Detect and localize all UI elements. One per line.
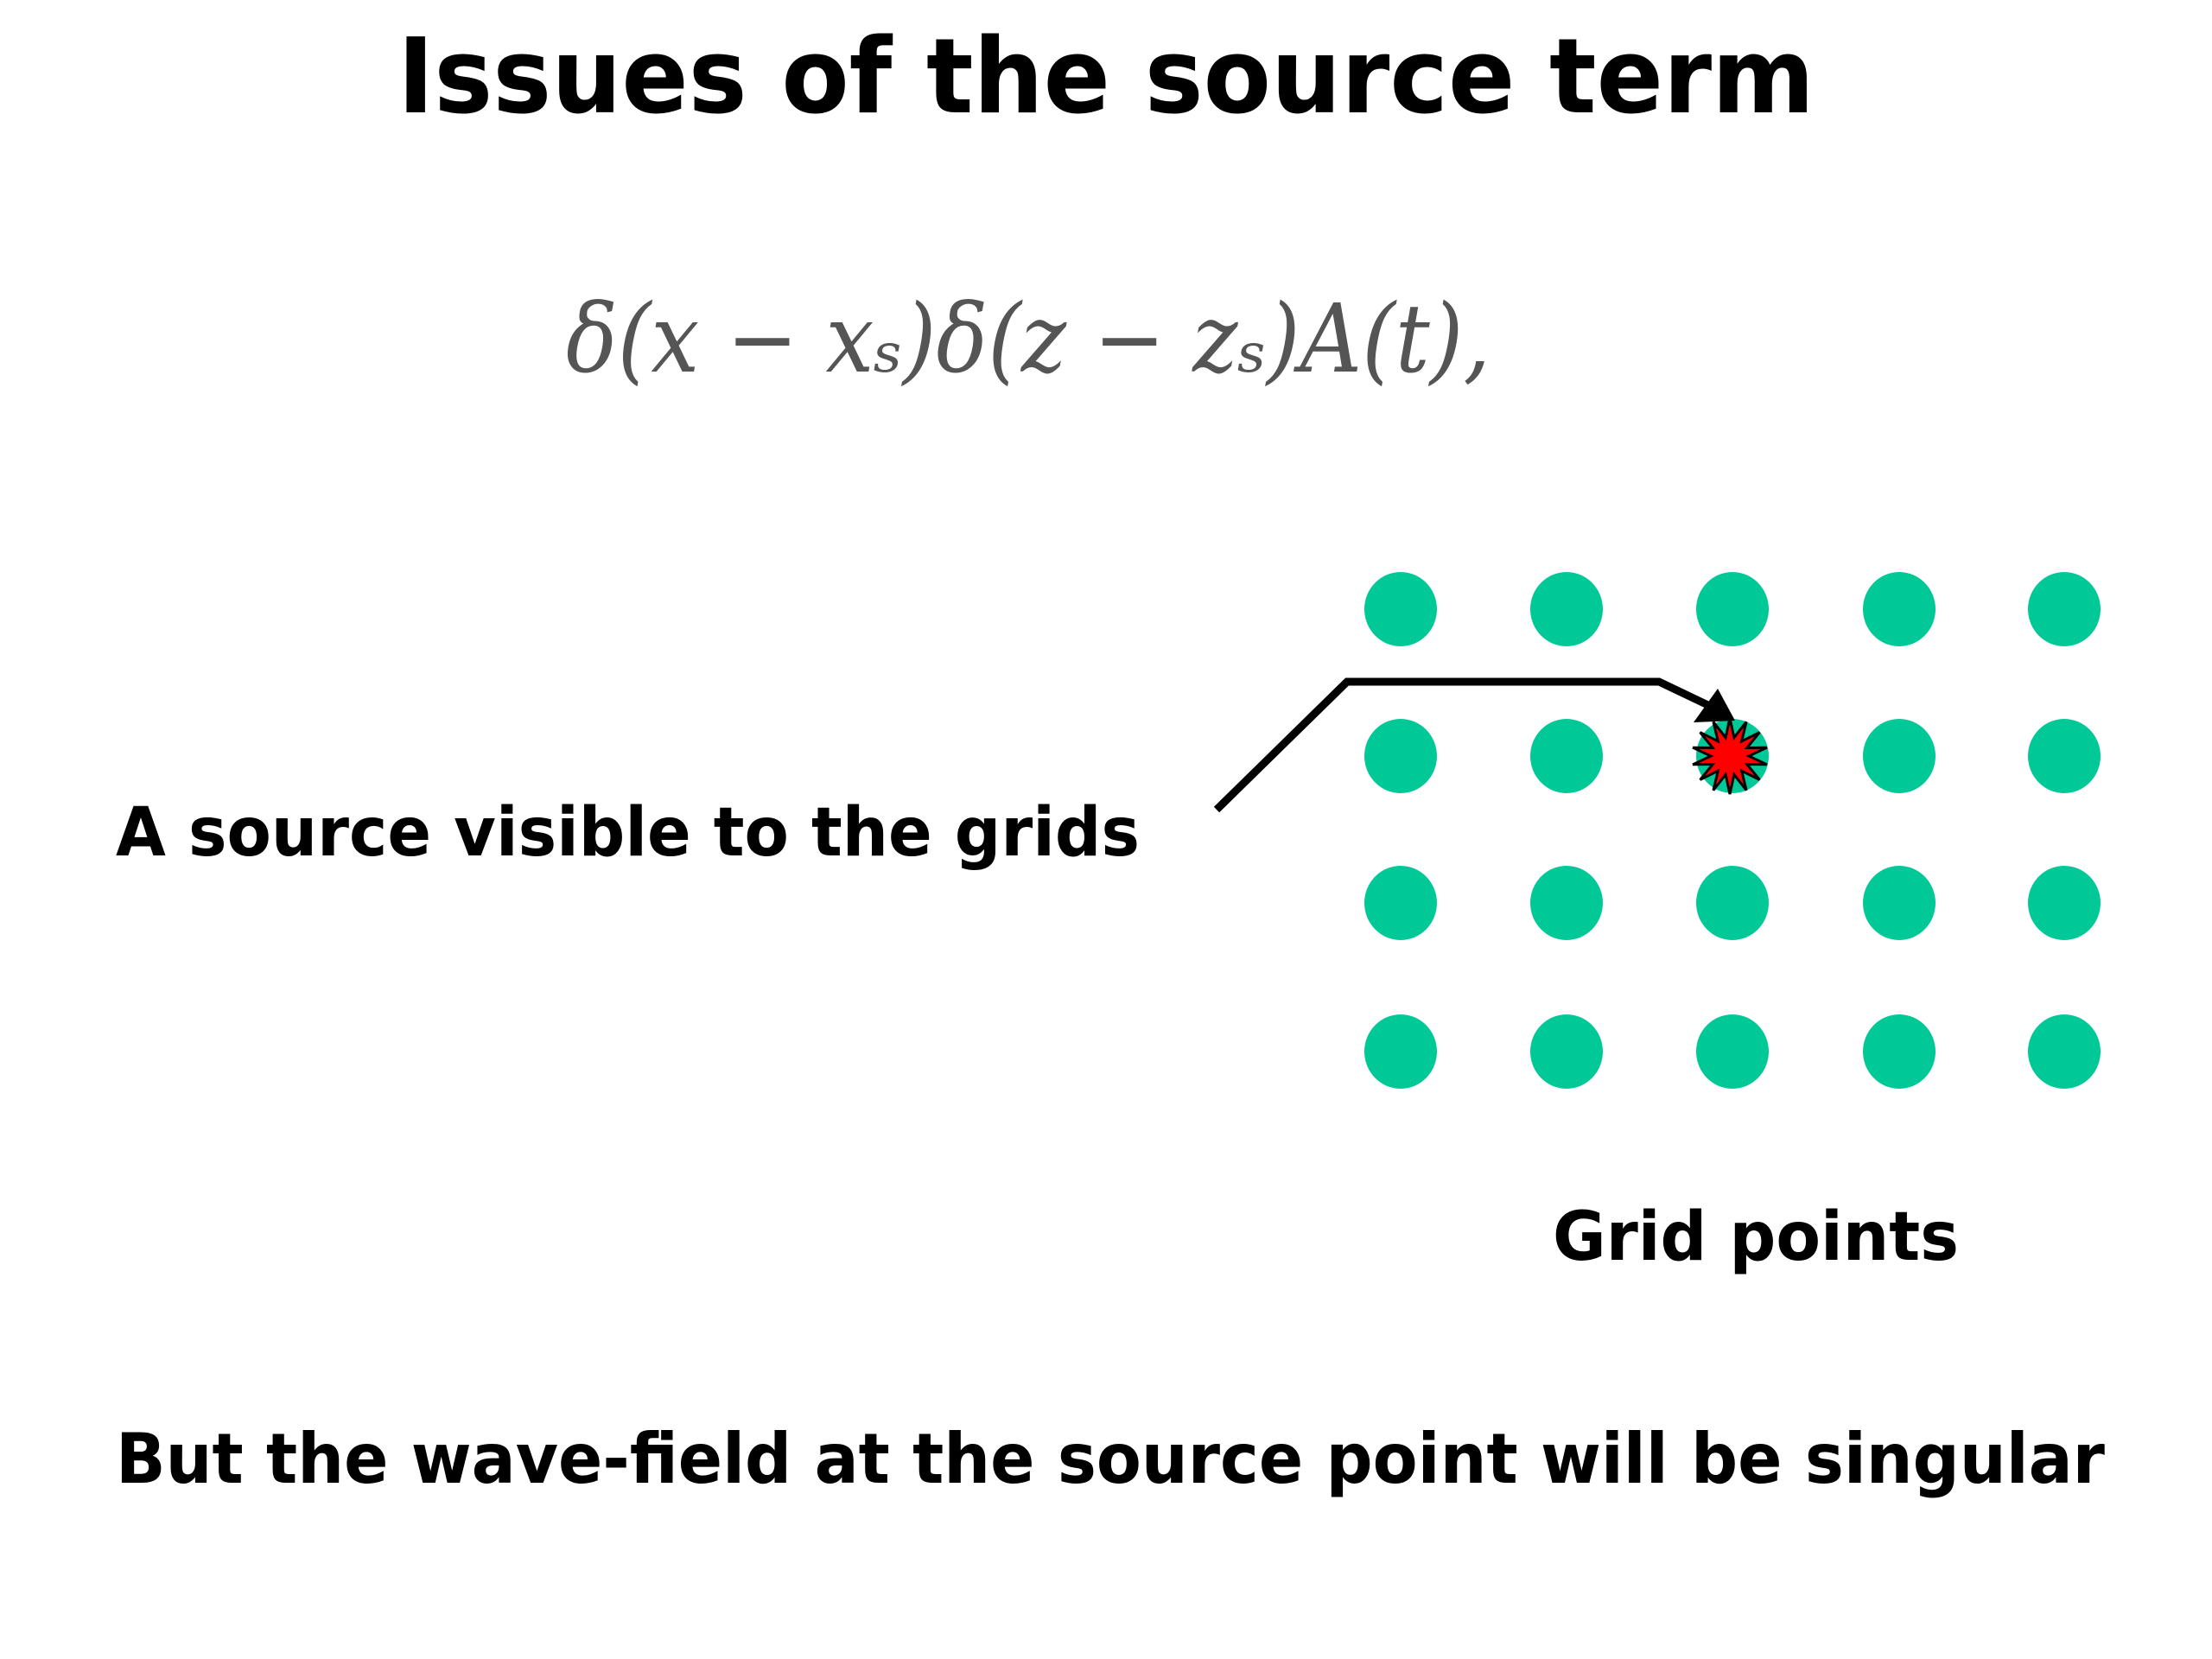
grid-point: [1696, 1014, 1769, 1089]
grid-point: [1863, 1014, 1936, 1089]
grid-point: [1696, 572, 1769, 646]
grid-point: [1364, 572, 1437, 646]
grid-point: [1863, 572, 1936, 646]
grid-point: [1863, 866, 1936, 940]
pointer-arrow-line: [1213, 677, 1717, 813]
source-label: A source visible to the grids: [116, 794, 1140, 872]
grid-point: [2028, 1014, 2101, 1089]
conclusion-text: But the wave-field at the source point w…: [116, 1419, 2106, 1499]
grid-points-label: Grid points: [1553, 1198, 1959, 1276]
grid-point: [1364, 1014, 1437, 1089]
slide-title: Issues of the source term: [397, 17, 1815, 137]
grid-point: [1863, 719, 1936, 793]
grid-point: [2028, 866, 2101, 940]
arrow-head-icon: [1694, 689, 1735, 722]
source-term-formula: δ(x − xₛ)δ(z − zₛ)A(t),: [566, 283, 1491, 394]
grid-point: [1530, 866, 1603, 940]
grid-point: [2028, 719, 2101, 793]
grid-point: [1530, 572, 1603, 646]
grid-point: [1530, 1014, 1603, 1089]
source-burst-icon: [1692, 717, 1768, 795]
grid-point: [1530, 719, 1603, 793]
grid-point: [1696, 866, 1769, 940]
grid-point: [2028, 572, 2101, 646]
grid-point: [1364, 719, 1437, 793]
grid-point: [1364, 866, 1437, 940]
grid-points: [1364, 572, 2101, 1089]
